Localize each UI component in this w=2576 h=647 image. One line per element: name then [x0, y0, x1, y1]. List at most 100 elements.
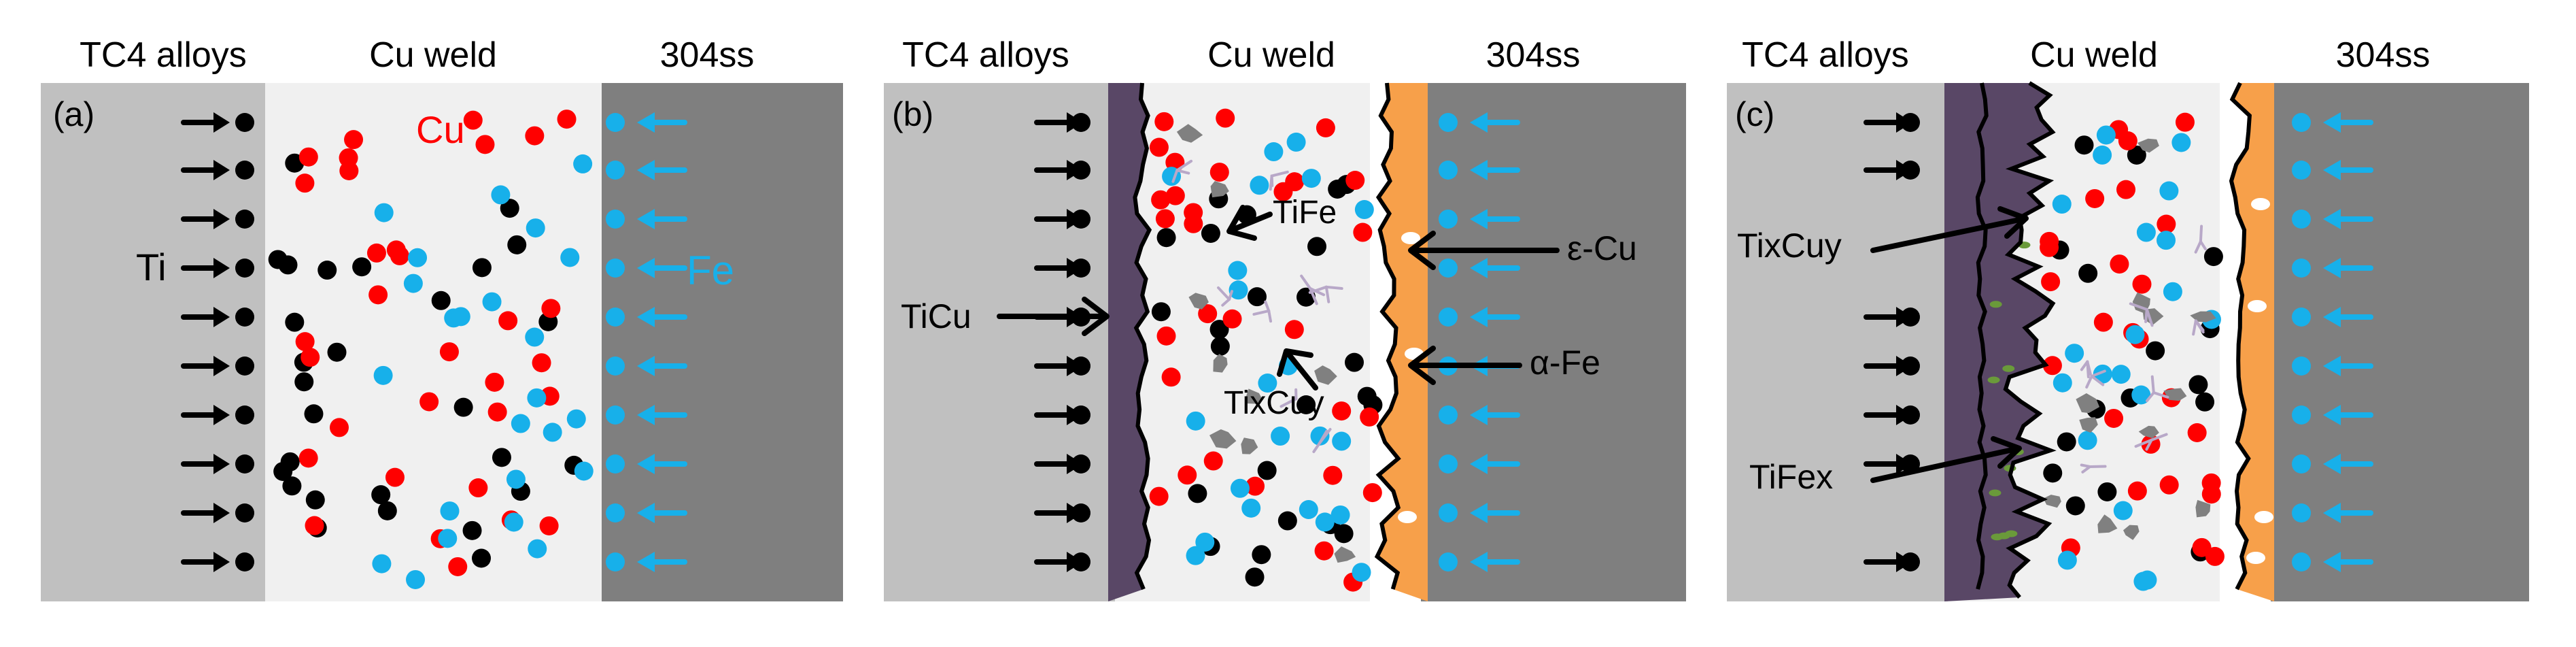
tixcuy-needle	[1252, 309, 1271, 316]
cu-atom	[1353, 222, 1373, 242]
fe-atom	[526, 218, 545, 238]
ti-atom	[282, 476, 302, 496]
fe-atom	[1439, 113, 1458, 132]
fe-atom	[1271, 427, 1290, 446]
tixcuy-needle	[2150, 433, 2168, 442]
arrow-head	[1067, 405, 1083, 425]
fe-atom	[606, 308, 625, 327]
tixcuy-needle	[1175, 169, 1190, 175]
cu-atom	[1284, 320, 1304, 339]
arrow-head	[2323, 356, 2341, 376]
arrow-head	[2323, 209, 2341, 229]
tixcuy-callout: TixCuy	[1737, 227, 1842, 265]
ti-atom	[268, 250, 288, 269]
ti-atom	[1277, 511, 1297, 531]
fe-atom	[1230, 478, 1250, 498]
alpha-fe-callout: α-Fe	[1530, 344, 1600, 382]
fe-atom	[606, 113, 625, 132]
fe-atom	[504, 512, 523, 532]
epsilon-cu-particle	[2246, 552, 2265, 564]
fe-atom	[1186, 546, 1205, 565]
ti-atom	[1357, 386, 1377, 406]
cu-atom	[1155, 209, 1175, 229]
fe-atom	[606, 552, 625, 571]
tixcuy-needle	[2145, 391, 2155, 403]
ti-atom	[492, 448, 511, 467]
fe-atom	[2292, 405, 2311, 425]
fe-atom	[1258, 374, 1277, 393]
fe-atom	[2125, 325, 2145, 344]
fe-atom	[528, 539, 547, 559]
arrow-head	[2323, 503, 2341, 523]
tc4-label: TC4 alloys	[80, 35, 247, 75]
cu-atom	[2042, 356, 2062, 376]
arrow-head	[637, 503, 655, 523]
fe-atom	[374, 203, 394, 222]
fe-atom	[606, 405, 625, 425]
fe-atom	[2057, 550, 2077, 570]
ticu-callout: TiCu	[901, 297, 972, 335]
arrow-head	[637, 258, 655, 278]
cu-atom	[295, 332, 315, 352]
cu-atom	[419, 392, 439, 412]
ti-atom	[1151, 302, 1171, 322]
cu-weld-label: Cu weld	[369, 35, 497, 75]
fe-atom	[1354, 200, 1374, 220]
callout-arrows	[1870, 206, 2029, 483]
fe-atom	[1228, 261, 1248, 280]
tixcuy-needle	[2090, 374, 2105, 386]
cu-atom	[1156, 326, 1176, 346]
fe-atom	[2093, 145, 2112, 165]
panel-b: (b) TC4 alloys Cu weld 304ss TiCu TiFe T…	[884, 35, 1686, 601]
ti-atom	[2074, 135, 2094, 155]
fe-atom	[2159, 181, 2179, 201]
arrow-head	[1896, 454, 1912, 474]
cu-atom	[1316, 118, 1335, 137]
tixcuy-needle	[1308, 285, 1328, 294]
tife-precipitate	[2190, 311, 2216, 322]
cu-atom	[1323, 465, 1343, 485]
tife-precipitate	[1334, 546, 1356, 563]
tixcuy-needle	[2194, 319, 2205, 334]
epsilon-cu-particle	[2251, 198, 2270, 210]
tixcuy-particle	[1997, 532, 2010, 540]
fe-atom	[511, 414, 530, 433]
panel-letter: (a)	[53, 95, 95, 133]
steel-region	[1421, 83, 1686, 601]
ti-atom	[2043, 463, 2063, 483]
tife-precipitate	[2097, 514, 2118, 533]
epsilon-cu-particle	[1398, 511, 1417, 523]
cu-atom	[344, 130, 364, 150]
fe-atom	[1439, 161, 1458, 180]
ti-atom	[1209, 320, 1229, 339]
fe-atom	[2171, 133, 2191, 152]
fe-atom	[1186, 411, 1205, 431]
cu-atom	[2040, 237, 2059, 257]
cu-atom	[1362, 483, 1382, 503]
tixcuy-needle	[2090, 369, 2106, 378]
cu-atom	[1178, 465, 1197, 485]
fe-atom	[606, 210, 625, 229]
cu-atom	[1161, 367, 1181, 387]
fe-atom	[2292, 210, 2311, 229]
tixcuy-needle	[2194, 240, 2202, 254]
fe-atom	[2137, 570, 2157, 590]
arrow-head	[213, 258, 230, 278]
fe-atom	[2292, 552, 2311, 571]
arrow-head	[1470, 454, 1488, 474]
ti-atom	[235, 259, 254, 278]
tife-precipitate	[2079, 417, 2098, 433]
tife-precipitate	[2123, 525, 2140, 540]
cu-atom	[463, 110, 483, 130]
ti-atom	[453, 397, 473, 417]
panel-letter: (b)	[892, 95, 933, 133]
tixcuy-needle	[1312, 442, 1321, 453]
cu-atom	[385, 467, 405, 487]
fe-atom	[1439, 308, 1458, 327]
cu-atom	[368, 285, 388, 305]
fe-atom	[2292, 356, 2311, 376]
tifex-callout: TiFex	[1749, 458, 1833, 496]
cu-atom	[298, 147, 318, 167]
ticu-layer	[1108, 83, 1150, 601]
